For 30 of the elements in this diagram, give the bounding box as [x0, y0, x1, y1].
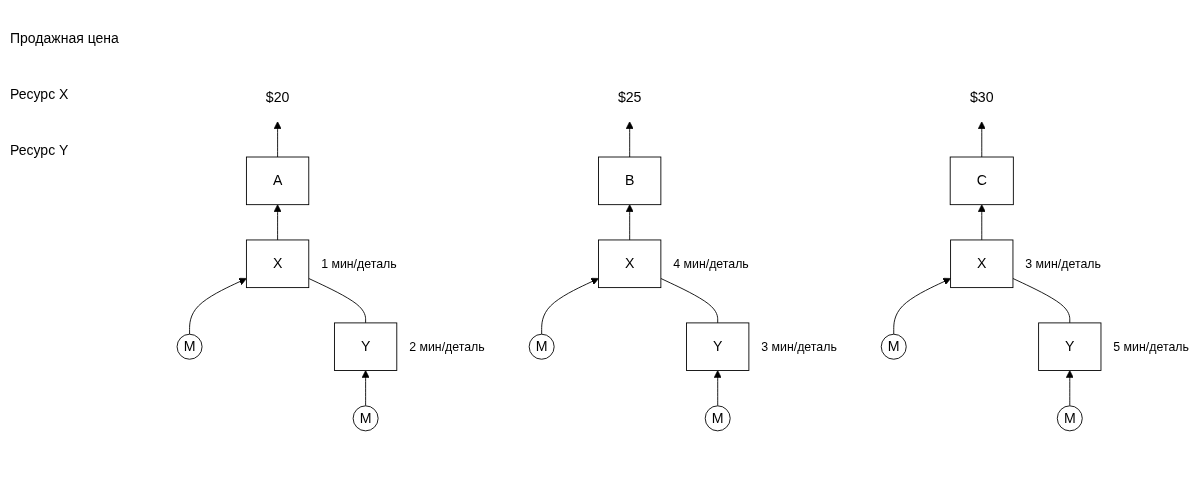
node-box: X [950, 239, 1014, 288]
node-circle: M [176, 333, 203, 360]
note-label: Ресурс X [10, 86, 70, 102]
note-label: Продажная цена [10, 30, 120, 46]
node-box: Y [686, 322, 750, 371]
node-circle: M [880, 333, 907, 360]
node-text: $30 [969, 89, 994, 105]
node-circle: M [528, 333, 555, 360]
node-box: Y [334, 322, 398, 371]
note-label: Ресурс Y [10, 142, 70, 158]
time-label: 5 мин/деталь [1113, 339, 1189, 354]
node-box: C [949, 156, 1014, 205]
node-box: A [246, 156, 310, 205]
connector [660, 277, 719, 323]
time-label: 4 мин/деталь [673, 256, 749, 271]
time-label: 2 мин/деталь [409, 339, 485, 354]
time-label: 3 мин/деталь [1025, 256, 1101, 271]
node-box: Y [1038, 322, 1102, 371]
time-label: 1 мин/деталь [321, 256, 397, 271]
connector [1012, 277, 1071, 323]
node-circle: M [352, 404, 379, 431]
time-label: 3 мин/деталь [761, 339, 837, 354]
connector [308, 277, 367, 323]
node-text: $20 [265, 89, 290, 105]
node-box: B [598, 156, 662, 205]
node-circle: M [704, 404, 731, 431]
node-text: $25 [617, 89, 642, 105]
node-circle: M [1056, 404, 1083, 431]
node-box: X [598, 239, 662, 288]
node-box: X [246, 239, 310, 288]
